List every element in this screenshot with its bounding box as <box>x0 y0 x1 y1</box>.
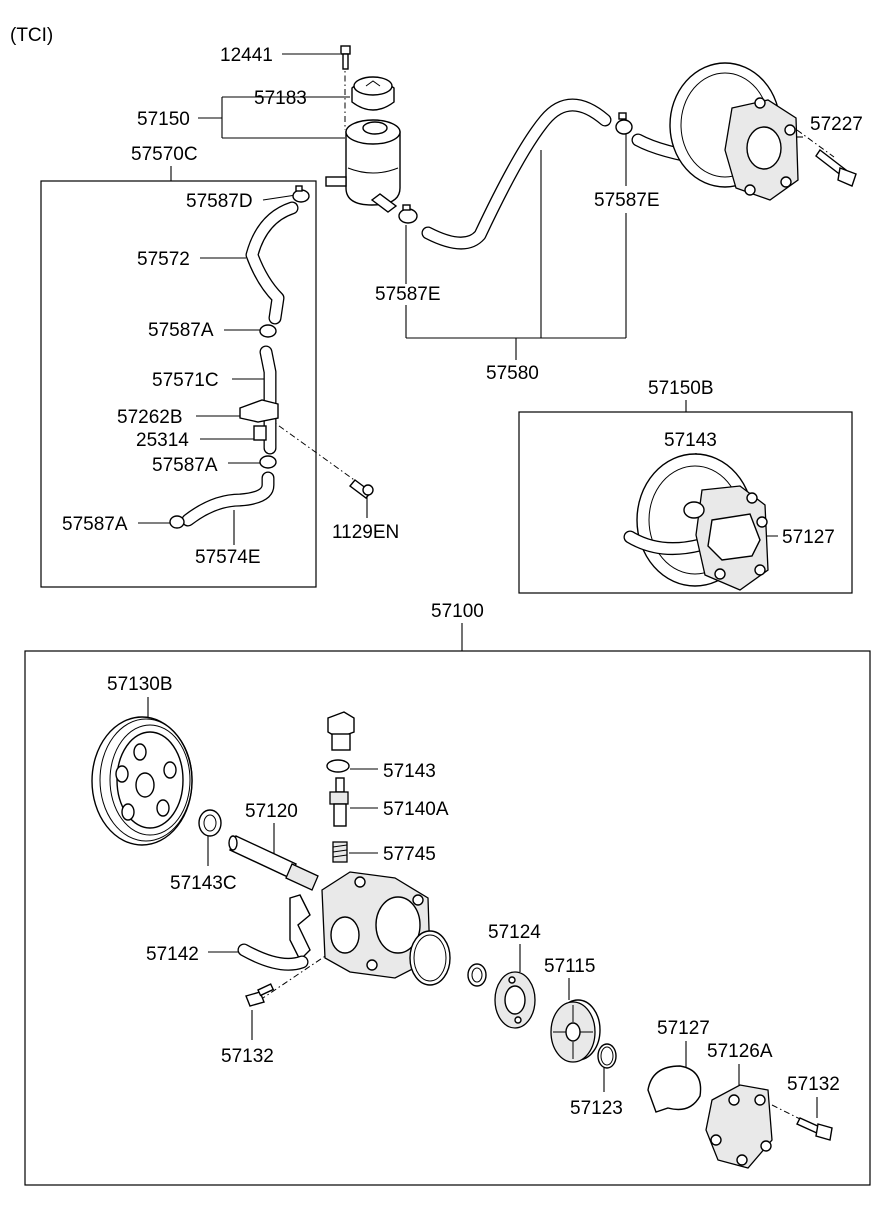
label-57150[interactable]: 57150 <box>137 109 190 130</box>
bracket-57262B-icon[interactable] <box>239 399 279 423</box>
label-57127[interactable]: 57127 <box>657 1018 710 1039</box>
label-57126A[interactable]: 57126A <box>707 1041 773 1062</box>
rotor-57115-icon[interactable] <box>550 999 601 1063</box>
hose-57142-icon[interactable] <box>237 943 309 971</box>
variant-label: (TCI) <box>10 25 53 46</box>
o-ring-small-icon[interactable] <box>467 963 487 987</box>
label-57587E-right[interactable]: 57587E <box>594 190 660 211</box>
clamp-57587A-top-icon[interactable] <box>259 324 277 338</box>
label-57130B[interactable]: 57130B <box>107 674 173 695</box>
cover-57126A-icon[interactable] <box>705 1084 773 1169</box>
label-57143-box[interactable]: 57143 <box>664 430 717 451</box>
gasket-57127-icon[interactable] <box>647 1065 702 1113</box>
hose-57571C-icon[interactable] <box>259 345 277 455</box>
o-ring-57143-icon[interactable] <box>326 759 350 773</box>
oil-seal-57143C-icon[interactable] <box>198 809 222 837</box>
label-57100[interactable]: 57100 <box>431 601 484 622</box>
shaft-57120-icon[interactable] <box>228 835 319 891</box>
label-57140A[interactable]: 57140A <box>383 799 449 820</box>
label-57587E-center[interactable]: 57587E <box>375 284 441 305</box>
label-57143C[interactable]: 57143C <box>170 873 237 894</box>
pressure-hose-57580-icon[interactable] <box>421 98 717 250</box>
label-57127-box[interactable]: 57127 <box>782 527 835 548</box>
bolt-12441-icon[interactable] <box>340 45 351 70</box>
label-57123[interactable]: 57123 <box>570 1098 623 1119</box>
pulley-57130B-icon[interactable] <box>91 716 193 846</box>
label-57183[interactable]: 57183 <box>254 88 307 109</box>
label-25314[interactable]: 25314 <box>136 430 189 451</box>
spring-57745-icon[interactable] <box>332 841 348 863</box>
bolt-57132-left-icon[interactable] <box>245 983 275 1007</box>
label-57574E[interactable]: 57574E <box>195 547 261 568</box>
label-57580[interactable]: 57580 <box>486 363 539 384</box>
snap-ring-57123-icon[interactable] <box>597 1043 617 1069</box>
return-hose-57572-icon[interactable] <box>245 201 299 325</box>
box-57570C <box>40 180 317 588</box>
label-1129EN[interactable]: 1129EN <box>332 522 399 543</box>
label-57587D[interactable]: 57587D <box>186 191 253 212</box>
clamp-57587A-mid-icon[interactable] <box>259 455 277 469</box>
cam-ring-57124-icon[interactable] <box>494 971 536 1029</box>
reservoir-cap-icon[interactable] <box>351 76 395 111</box>
box-57100 <box>24 650 871 1186</box>
grommet-25314-icon[interactable] <box>253 425 267 441</box>
label-57124[interactable]: 57124 <box>488 922 541 943</box>
label-57587A-mid[interactable]: 57587A <box>152 455 218 476</box>
bolt-57132-right-icon[interactable] <box>796 1117 833 1141</box>
bolt-57227-icon[interactable] <box>815 148 857 187</box>
clamp-57587E-right-icon[interactable] <box>615 112 633 135</box>
label-57120[interactable]: 57120 <box>245 801 298 822</box>
label-57572[interactable]: 57572 <box>137 249 190 270</box>
label-57132-left[interactable]: 57132 <box>221 1046 274 1067</box>
label-57227[interactable]: 57227 <box>810 114 863 135</box>
label-57587A-top[interactable]: 57587A <box>148 320 214 341</box>
bolt-1129EN-icon[interactable] <box>348 479 374 499</box>
pump-assembly-top-icon[interactable] <box>669 62 799 201</box>
label-57570C[interactable]: 57570C <box>131 144 198 165</box>
label-57132-right[interactable]: 57132 <box>787 1074 840 1095</box>
o-ring-large-icon[interactable] <box>409 930 451 986</box>
label-57745[interactable]: 57745 <box>383 844 436 865</box>
label-57115[interactable]: 57115 <box>544 956 595 977</box>
pump-body-icon[interactable] <box>289 871 431 979</box>
label-57587A-bottom[interactable]: 57587A <box>62 514 128 535</box>
clamp-57587D-icon[interactable] <box>292 185 310 203</box>
label-57143[interactable]: 57143 <box>383 761 436 782</box>
label-57142[interactable]: 57142 <box>146 944 199 965</box>
label-57571C[interactable]: 57571C <box>152 370 219 391</box>
label-12441[interactable]: 12441 <box>220 45 273 66</box>
hose-57574E-icon[interactable] <box>181 471 275 527</box>
label-57150B[interactable]: 57150B <box>648 378 714 399</box>
valve-57140A-icon[interactable] <box>329 777 349 827</box>
pump-assembly-57150B-icon[interactable] <box>623 453 769 591</box>
reservoir-tank-icon[interactable] <box>325 119 401 213</box>
clamp-57587E-center-icon[interactable] <box>398 204 418 224</box>
clamp-57587A-bottom-icon[interactable] <box>169 515 185 529</box>
fitting-connector-icon[interactable] <box>327 711 355 751</box>
label-57262B[interactable]: 57262B <box>117 407 183 428</box>
leader-lines <box>138 53 818 1118</box>
